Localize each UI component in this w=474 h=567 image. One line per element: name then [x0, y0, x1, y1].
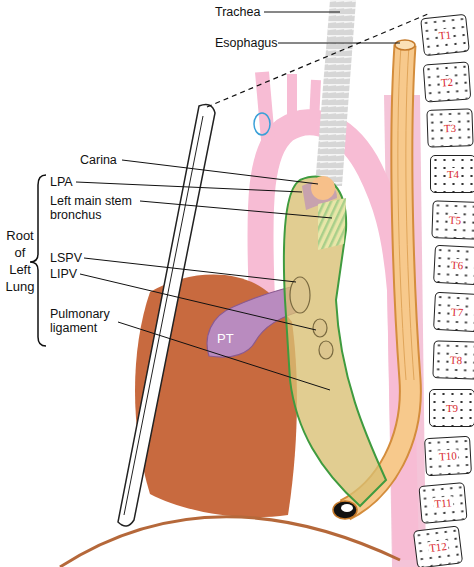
- vertebra-number: T2: [439, 76, 454, 89]
- superior-pulmonary-vein: [290, 277, 310, 313]
- vertebra-number: T8: [449, 354, 464, 366]
- esophagus-lumen: [341, 504, 353, 512]
- esophagus-fibre: [398, 45, 406, 380]
- left-main-bronchus: [318, 198, 346, 250]
- leader-line: [76, 182, 302, 192]
- vertebra-number: T11: [433, 496, 453, 510]
- vertebra-number: T9: [445, 402, 459, 414]
- vertebra: T6: [433, 245, 474, 285]
- vertebra: T11: [418, 482, 467, 524]
- esophagus-fibre: [406, 45, 414, 380]
- name-label: Trachea: [215, 5, 295, 19]
- vertebra: T1: [420, 14, 470, 57]
- leader-line: [80, 274, 316, 330]
- vertebra-number: T10: [438, 449, 458, 462]
- vertebra: T7: [433, 292, 474, 332]
- inferior-pulmonary-vein: [313, 319, 327, 337]
- vertebra: T8: [432, 340, 474, 380]
- esophagus: [345, 45, 410, 510]
- vertebra-number: T3: [443, 122, 458, 134]
- vertebra: T3: [426, 108, 473, 148]
- vertebra-number: T7: [450, 306, 465, 319]
- aortic-branch: [262, 72, 268, 140]
- vertebra-number: T1: [437, 28, 452, 41]
- vertebra: T4: [430, 155, 474, 193]
- vertebra-number: T5: [448, 214, 463, 226]
- sternum-inner-line: [124, 116, 203, 515]
- group-label: Root of Left Lung: [2, 227, 38, 295]
- vertebra: T2: [423, 61, 472, 102]
- vertebra-number: T4: [446, 168, 460, 180]
- pulmonary-trunk-outline: [207, 284, 305, 357]
- vertebra-number: T12: [427, 540, 448, 554]
- thoracic-inlet-line: [207, 14, 428, 107]
- pulmonary-trunk-shape: [203, 282, 307, 360]
- vessel-section: [254, 113, 270, 135]
- root-bracket: [30, 175, 46, 346]
- name-label: LPA: [50, 175, 110, 189]
- structure-abbreviation: PT: [217, 332, 234, 346]
- trachea: [315, 0, 356, 186]
- lung-root-outline: [284, 177, 386, 506]
- aorta: [260, 122, 406, 560]
- sternum: [118, 105, 215, 527]
- name-label: Esophagus: [215, 36, 295, 50]
- leader-line: [118, 322, 330, 390]
- diaphragm: [60, 517, 400, 567]
- esophagus-outline: [345, 45, 410, 510]
- leader-line: [140, 201, 332, 218]
- left-pulmonary-artery: [302, 182, 337, 210]
- name-label: Carina: [80, 153, 140, 167]
- leader-line: [84, 258, 296, 282]
- vertebra: T12: [413, 525, 463, 567]
- esophagus-cut-end: [333, 501, 357, 519]
- name-label: LSPV: [50, 251, 110, 265]
- leader-line: [264, 12, 340, 13]
- name-label: Pulmonary ligament: [50, 307, 125, 335]
- leader-line: [278, 43, 400, 44]
- name-label: LIPV: [50, 267, 110, 281]
- esophagus-end: [395, 40, 415, 50]
- vertebra-number: T6: [450, 259, 465, 272]
- vertebra: T10: [424, 436, 472, 476]
- vertebra: T9: [429, 389, 474, 427]
- aortic-branch: [314, 80, 316, 122]
- pulmonary-trunk: PT: [203, 282, 307, 360]
- name-label: Left main stem bronchus: [50, 194, 150, 222]
- aortic-branch: [287, 74, 297, 128]
- vertebra: T5: [431, 200, 474, 240]
- carina-mark: [311, 176, 335, 200]
- inferior-pulmonary-vein: [319, 341, 333, 359]
- leader-line: [122, 160, 318, 184]
